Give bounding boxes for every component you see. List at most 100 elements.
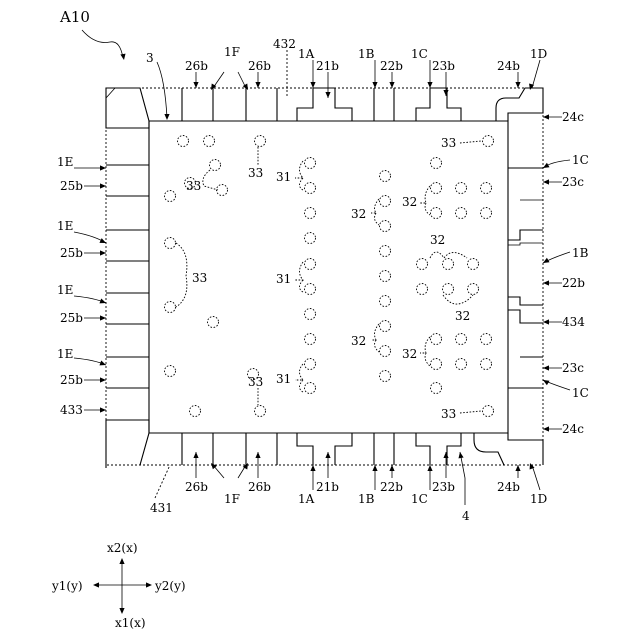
lead-22b-bottom [374, 433, 394, 465]
leader-line [157, 62, 167, 118]
label-22b-right: 22b [562, 276, 585, 290]
arrowhead [100, 250, 106, 255]
leader-4 [460, 452, 465, 505]
arrowhead [389, 465, 394, 471]
arrowhead [193, 452, 198, 458]
label-26b-top-left: 26b [185, 59, 208, 73]
label-1D-bottom: 1D [530, 492, 547, 506]
label-33-br: 33 [441, 407, 456, 421]
arrowhead [99, 299, 106, 304]
label-1E-2: 1E [57, 219, 73, 233]
group-33-tr [460, 141, 481, 143]
arrowhead [310, 465, 315, 471]
via-circle [305, 233, 316, 244]
via-circle [305, 183, 316, 194]
figure-geometry [74, 30, 570, 614]
via-circle [380, 346, 391, 357]
label-26b-top-right: 26b [248, 59, 271, 73]
arrowhead [543, 163, 549, 168]
lead-21b-bottom [297, 433, 352, 465]
axis-label-y1: y1(y) [51, 579, 83, 593]
via-circle [431, 334, 442, 345]
via-circle [481, 359, 492, 370]
figure-label-A10: A10 [59, 8, 90, 26]
arrowhead [458, 452, 463, 458]
label-25b-2: 25b [60, 246, 83, 260]
arrowhead [310, 82, 315, 88]
via-circle [456, 334, 467, 345]
via-circle [443, 259, 454, 270]
arrowhead [255, 82, 260, 88]
via-circle [417, 284, 428, 295]
label-1A-bottom: 1A [298, 492, 315, 506]
via-circle [483, 406, 494, 417]
leader-431 [155, 465, 170, 498]
label-32-e: 32 [430, 233, 445, 247]
via-circle [481, 208, 492, 219]
arrowhead [515, 82, 520, 88]
lead-23b-top [416, 88, 461, 121]
label-1E-4: 1E [57, 347, 73, 361]
arrowhead [120, 54, 125, 60]
corner-tl [106, 88, 149, 128]
label-33-tr: 33 [441, 136, 456, 150]
via-circle [255, 136, 266, 147]
label-25b-3: 25b [60, 311, 83, 325]
arrowhead [100, 377, 106, 382]
via-circle [380, 221, 391, 232]
via-circle [305, 359, 316, 370]
arrowhead [100, 315, 106, 320]
corner-tl-chamfer [106, 88, 140, 98]
label-1E-1: 1E [57, 155, 73, 169]
via-circle [165, 366, 176, 377]
arrowhead [427, 465, 432, 471]
via-circle [204, 136, 215, 147]
corner-bl [106, 420, 149, 468]
via-circle [481, 334, 492, 345]
label-24c-top: 24c [562, 110, 584, 124]
label-1C-bottom: 1C [411, 492, 428, 506]
figure-arrow [82, 30, 123, 58]
via-circle [468, 284, 479, 295]
label-1C-right-upper: 1C [572, 153, 589, 167]
label-1D-top: 1D [530, 47, 547, 61]
via-circle [417, 259, 428, 270]
via-circle [165, 238, 176, 249]
arrowhead [119, 608, 124, 614]
arrowhead [325, 92, 330, 98]
label-1C-top: 1C [411, 47, 428, 61]
via-circle [255, 406, 266, 417]
arrowhead [99, 238, 106, 243]
label-31-a: 31 [276, 170, 291, 184]
label-25b-1: 25b [60, 179, 83, 193]
via-circle [305, 284, 316, 295]
via-circle [380, 196, 391, 207]
arrowhead [443, 452, 448, 458]
lead-26b-bottom-right [246, 433, 277, 465]
via-circle [380, 171, 391, 182]
arrowhead [543, 114, 549, 119]
lead-25b-left-3 [106, 293, 149, 324]
label-1F-bottom: 1F [224, 492, 240, 506]
arrowhead [100, 165, 106, 170]
group-31-b [295, 262, 303, 292]
label-32-a: 32 [351, 207, 366, 221]
leader-line [532, 60, 540, 88]
label-33-left: 33 [192, 271, 207, 285]
package-outline-dashed [106, 88, 543, 465]
label-24b-top: 24b [497, 59, 520, 73]
label-21b-top: 21b [316, 59, 339, 73]
axis-cross [95, 560, 150, 612]
label-23b-bottom: 23b [432, 480, 455, 494]
lead-26b-top-left [182, 88, 213, 121]
via-circle [208, 317, 219, 328]
lead-21b-top [297, 88, 352, 121]
label-32-c: 32 [402, 195, 417, 209]
group-32-f [443, 295, 473, 304]
via-circle [431, 383, 442, 394]
via-circle [431, 208, 442, 219]
arrowhead [389, 82, 394, 88]
label-22b-bottom: 22b [380, 480, 403, 494]
via-circle [431, 183, 442, 194]
axis-label-x1: x1(x) [115, 616, 146, 630]
